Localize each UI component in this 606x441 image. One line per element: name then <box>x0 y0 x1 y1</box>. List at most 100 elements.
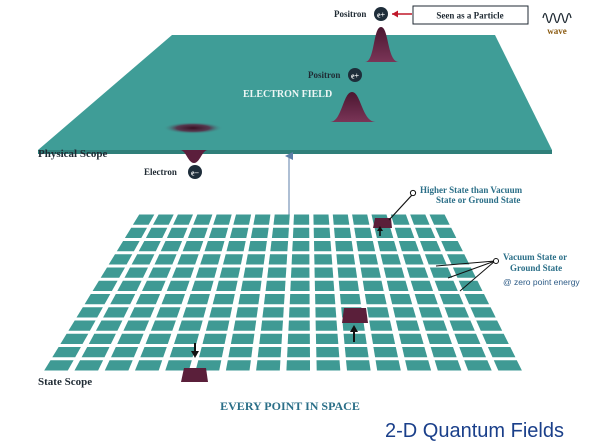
state-tile <box>415 227 436 238</box>
state-tile <box>225 360 251 371</box>
state-tile <box>223 254 243 265</box>
state-scope-label: State Scope <box>38 376 92 388</box>
state-tile <box>260 320 283 331</box>
higher-state-label-line2: State or Ground State <box>436 195 520 205</box>
state-tile <box>131 254 155 265</box>
state-tile <box>380 254 401 265</box>
seen-as-particle-label: Seen as a Particle <box>436 11 503 21</box>
state-tile <box>292 241 310 252</box>
state-tile <box>454 333 481 344</box>
state-tile <box>314 280 335 291</box>
state-tile <box>332 214 350 225</box>
state-tile <box>124 267 148 278</box>
state-tile <box>336 254 356 265</box>
state-tile <box>482 333 509 344</box>
positron-top-badge: e+ <box>374 7 388 21</box>
state-tile <box>271 227 289 238</box>
state-tile <box>145 333 172 344</box>
state-tile <box>290 267 310 278</box>
state-tile <box>74 360 104 371</box>
state-tile <box>315 320 338 331</box>
state-tile <box>110 294 136 305</box>
state-tile <box>104 360 133 371</box>
state-tile <box>392 307 416 318</box>
state-tile <box>313 227 331 238</box>
state-tile <box>88 333 116 344</box>
state-tile <box>268 254 288 265</box>
state-tile <box>410 214 430 225</box>
state-tile <box>195 360 222 371</box>
seen-as-particle-box: Seen as a Particle <box>412 5 529 25</box>
state-tile <box>343 333 367 344</box>
state-tile <box>245 254 266 265</box>
electron-dip-shadow <box>163 122 223 134</box>
state-tile <box>161 294 185 305</box>
state-tile <box>154 254 177 265</box>
state-tile <box>289 307 310 318</box>
state-tile <box>191 280 214 291</box>
state-tile <box>233 320 257 331</box>
state-tile <box>354 227 373 238</box>
state-tile <box>352 214 370 225</box>
state-tile <box>464 360 492 371</box>
state-tile <box>216 280 238 291</box>
electron-trough <box>180 150 208 163</box>
state-tile <box>434 360 462 371</box>
state-scope-tile-grid <box>44 214 522 371</box>
state-tile <box>238 294 260 305</box>
state-tile <box>493 360 522 371</box>
diagram-title: 2-D Quantum Fields <box>385 420 564 441</box>
state-tile <box>219 267 241 278</box>
state-tile <box>487 347 516 358</box>
state-tile <box>265 280 286 291</box>
state-tile <box>182 241 204 252</box>
state-tile <box>464 294 490 305</box>
state-tile <box>248 241 267 252</box>
state-tile <box>383 267 405 278</box>
state-tile <box>202 333 227 344</box>
state-tile <box>208 227 229 238</box>
state-tile <box>233 214 252 225</box>
state-tile <box>193 214 213 225</box>
state-tile <box>267 267 287 278</box>
state-tile <box>178 320 203 331</box>
state-tile <box>209 307 233 318</box>
state-tile <box>422 320 448 331</box>
vacuum-connector-dot <box>493 258 499 264</box>
state-tile <box>371 333 396 344</box>
state-tile <box>204 241 225 252</box>
particle-pointer-arrowhead <box>392 10 398 18</box>
state-tile <box>434 280 458 291</box>
state-tile <box>44 360 74 371</box>
state-tile <box>124 227 147 238</box>
state-tile <box>346 360 371 371</box>
state-tile <box>470 307 496 318</box>
state-tile <box>375 360 401 371</box>
state-tile <box>111 347 139 358</box>
state-tile <box>182 307 207 318</box>
state-tile <box>362 280 384 291</box>
state-tile <box>212 294 235 305</box>
state-tile <box>293 214 310 225</box>
up-arrow-upper <box>377 226 383 236</box>
positron-mid-badge-text: e+ <box>351 72 360 81</box>
state-tile <box>100 267 125 278</box>
state-tile <box>243 267 264 278</box>
state-tile <box>402 254 424 265</box>
state-tile <box>135 360 163 371</box>
state-tile <box>240 280 262 291</box>
state-tile <box>150 320 176 331</box>
state-tile <box>377 241 398 252</box>
state-tile <box>253 214 271 225</box>
vacuum-state-connectors <box>435 260 496 292</box>
positron-mid-label: Positron <box>308 70 340 80</box>
electron-label: Electron <box>144 167 177 177</box>
state-tile <box>165 360 192 371</box>
state-tile <box>374 227 394 238</box>
positron-top-label: Positron <box>334 9 366 19</box>
state-tile <box>195 267 218 278</box>
excited-tile-lower <box>181 368 208 382</box>
state-tile <box>259 333 283 344</box>
wave-glyph <box>542 12 572 24</box>
state-tile <box>256 360 281 371</box>
